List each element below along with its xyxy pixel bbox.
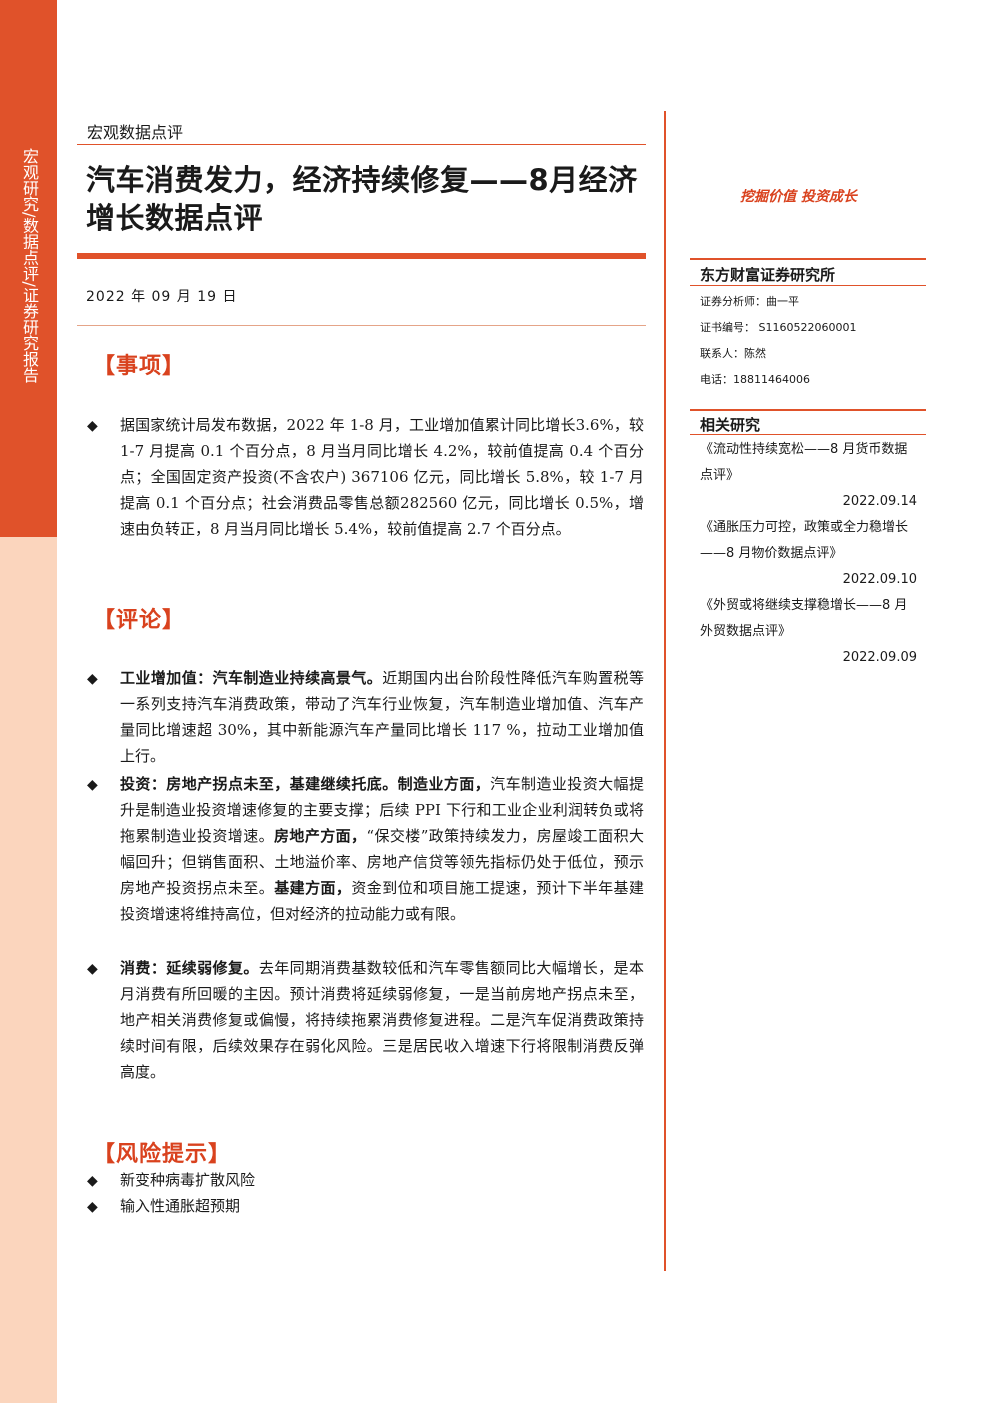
org-name: 东方财富证券研究所 — [700, 266, 836, 284]
sidebar-label: 宏观研究/数据点评/证券研究报告 — [20, 148, 39, 383]
comment-investment-text: 汽车制造业投资大幅提升是制造业投资增速修复的主要支撑；后续 PPI 下行和工业企… — [120, 775, 644, 845]
comment-consumption: 消费：延续弱修复。去年同期消费基数较低和汽车零售额同比大幅增长，是本月消费有所回… — [120, 955, 644, 1085]
related-report-link[interactable]: 《通胀压力可控，政策或全力稳增长——8 月物价数据点评》 — [700, 520, 909, 561]
comment-infra-lead: 基建方面， — [274, 879, 352, 897]
section-heading-comment: 【评论】 — [93, 607, 186, 633]
risk-item: 新变种病毒扩散风险 — [120, 1171, 256, 1189]
sidebar-pale — [0, 537, 57, 1403]
title-divider — [77, 253, 646, 259]
comment-consumption-lead: 消费：延续弱修复。 — [120, 959, 259, 977]
comment-consumption-text: 去年同期消费基数较低和汽车零售额同比大幅增长，是本月消费有所回暖的主因。预计消费… — [120, 959, 644, 1081]
related-report-date: 2022.09.10 — [842, 572, 917, 587]
comment-industry-text: 近期国内出台阶段性降低汽车购置税等一系列支持汽车消费政策，带动了汽车行业恢复，汽… — [120, 669, 644, 765]
items-paragraph: 据国家统计局发布数据，2022 年 1-8 月，工业增加值累计同比增长3.6%，… — [120, 416, 644, 538]
section-heading-items: 【事项】 — [93, 353, 186, 379]
divider — [690, 258, 926, 260]
divider — [690, 434, 926, 435]
contact: 联系人：陈然 — [700, 347, 766, 360]
comment-realestate-text: “保交楼”政策持续发力，房屋竣工面积大幅回升；但销售面积、土地溢价率、房地产信贷… — [120, 827, 644, 897]
divider — [690, 409, 926, 411]
risk-item: 输入性通胀超预期 — [120, 1197, 241, 1215]
related-report-link[interactable]: 《外贸或将继续支撑稳增长——8 月外贸数据点评》 — [700, 598, 908, 639]
bullet-icon: ◆ — [87, 418, 98, 434]
sidebar-accent — [0, 0, 57, 537]
comment-industry-lead: 工业增加值：汽车制造业持续高景气。 — [120, 669, 383, 687]
related-report-date: 2022.09.14 — [842, 494, 917, 509]
comment-industry: 工业增加值：汽车制造业持续高景气。近期国内出台阶段性降低汽车购置税等一系列支持汽… — [120, 665, 644, 769]
related-report-link[interactable]: 《流动性持续宽松——8 月货币数据点评》 — [700, 442, 908, 483]
doc-type: 宏观数据点评 — [87, 123, 184, 142]
comment-realestate-lead: 房地产方面， — [274, 827, 367, 845]
page-title: 汽车消费发力，经济持续修复——8月经济增长数据点评 — [86, 163, 638, 235]
divider — [690, 285, 926, 286]
report-date: 2022 年 09 月 19 日 — [86, 289, 238, 305]
divider — [77, 325, 646, 326]
column-divider — [664, 111, 666, 1271]
bullet-icon: ◆ — [87, 777, 98, 793]
comment-investment: 投资：房地产拐点未至，基建继续托底。制造业方面，汽车制造业投资大幅提升是制造业投… — [120, 771, 644, 927]
related-title: 相关研究 — [700, 416, 761, 434]
section-heading-risk: 【风险提示】 — [93, 1141, 232, 1167]
certificate-number: 证书编号： S1160522060001 — [700, 321, 857, 334]
bullet-icon: ◆ — [87, 671, 98, 687]
comment-investment-lead: 投资：房地产拐点未至，基建继续托底。制造业方面， — [120, 775, 491, 793]
phone: 电话：18811464006 — [700, 373, 810, 386]
slogan: 挖掘价值 投资成长 — [740, 189, 857, 205]
bullet-icon: ◆ — [87, 1199, 98, 1215]
bullet-icon: ◆ — [87, 961, 98, 977]
bullet-icon: ◆ — [87, 1173, 98, 1189]
analyst: 证券分析师：曲一平 — [700, 295, 799, 308]
related-report-date: 2022.09.09 — [842, 650, 917, 665]
divider — [77, 144, 646, 145]
comment-infra-text: 资金到位和项目施工提速，预计下半年基建投资增速将维持高位，但对经济的拉动能力或有… — [120, 879, 644, 923]
